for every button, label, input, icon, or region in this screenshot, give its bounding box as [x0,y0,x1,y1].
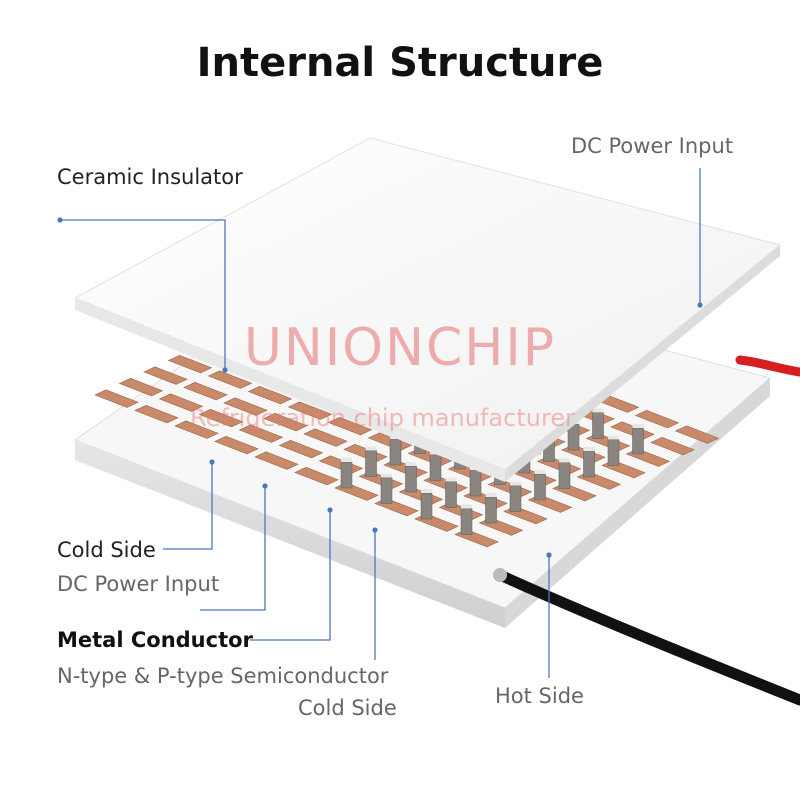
semiconductor-pellet [340,461,353,489]
semiconductor-pellet [534,473,546,501]
semiconductor-pellet [632,427,644,455]
copper-conductor [174,420,219,439]
semiconductor-pellet [583,450,595,478]
semiconductor-pellet [607,439,620,466]
semiconductor-pellet [469,469,482,497]
black-wire [494,569,800,706]
copper-conductor [303,428,348,447]
semiconductor-pellet [420,492,433,520]
copper-conductor [223,397,268,416]
semiconductor-pellet [592,412,604,439]
pellet-top [405,462,417,466]
copper-conductor [183,381,228,401]
copper-conductor [247,385,293,405]
copper-conductor [158,393,204,412]
semiconductor-pellet [509,485,522,512]
pellet-top [421,489,432,493]
diagram-title: Internal Structure [196,40,604,86]
pellet-top [559,458,570,463]
pellet-top [592,408,604,413]
label-dc-power-input-top: DC Power Input [571,134,734,158]
copper-conductor [198,408,244,428]
semiconductor-pellet [380,477,393,504]
semiconductor-pellet [445,481,457,508]
copper-conductor [118,377,164,397]
semiconductor-pellet [389,438,402,466]
copper-conductor [254,451,299,470]
semiconductor-pellet [485,496,497,524]
copper-conductor [207,370,253,389]
label-dc-power-input-left: DC Power Input [57,572,220,596]
copper-conductor [327,416,373,436]
top-ceramic-plate [73,137,782,482]
leader-cold-side [163,462,213,550]
pellet-top [445,477,457,482]
pellet-top [485,493,497,497]
label-hot-side: Hot Side [495,684,584,708]
semiconductor-pellet [429,454,442,481]
pellet-top [381,473,392,478]
semiconductor-pellet [460,508,473,535]
pellet-top [365,446,377,451]
leader-metal-conductor [250,510,331,641]
copper-conductor [94,389,139,408]
label-semiconductor: N-type & P-type Semiconductor [57,664,389,688]
copper-conductor [167,354,213,374]
pellet-top [632,424,644,428]
pellet-top [534,470,546,474]
leader-dc-power-left [200,486,266,611]
red-wire [735,355,800,377]
copper-conductor [294,466,339,486]
pellet-top [583,447,595,451]
pellet-top [608,435,619,440]
copper-conductor [238,424,284,443]
copper-conductor [263,412,308,432]
semiconductor-pellet [405,465,417,493]
copper-conductor [278,439,324,459]
label-ceramic-insulator: Ceramic Insulator [57,165,243,189]
pellet-top [341,458,352,462]
semiconductor-pellet [365,450,377,477]
leader-ceramic-insulator [60,219,226,370]
copper-conductor [674,425,720,444]
copper-conductor [134,404,179,424]
label-metal-conductor: Metal Conductor [57,628,253,652]
copper-conductor [287,401,333,420]
leader-dots [57,217,703,558]
copper-conductor [214,435,259,455]
semiconductor-pellet [558,462,571,489]
leader-lines [60,168,701,678]
label-cold-side-2: Cold Side [298,696,397,720]
label-cold-side: Cold Side [57,538,156,562]
copper-conductor [634,409,680,429]
pellet-top [461,504,472,509]
pellet-top [510,481,521,486]
copper-conductor [650,436,695,456]
copper-conductor [143,366,188,385]
wire-terminal [493,568,507,582]
